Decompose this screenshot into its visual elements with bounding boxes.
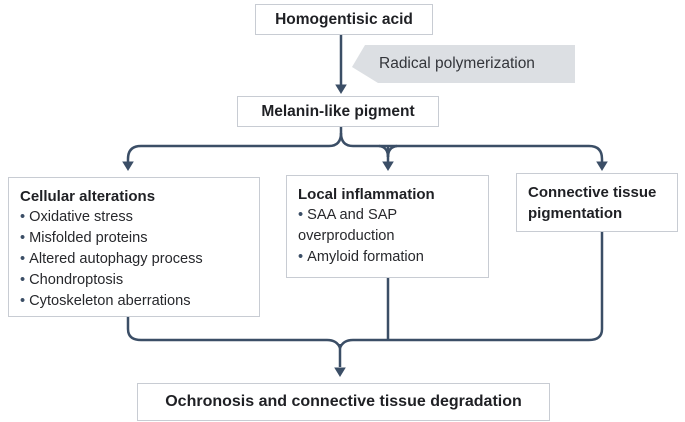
bullet-icon: • bbox=[298, 207, 304, 223]
node-melanin-like-pigment: Melanin-like pigment bbox=[237, 96, 439, 127]
bullet-icon: • bbox=[20, 230, 26, 246]
branch-title-connective-tissue-pigmentation: Connective tissue pigmentation bbox=[528, 184, 657, 222]
process-callout-radical-polymerization: Radical polymerization bbox=[352, 45, 575, 83]
process-callout-label: Radical polymerization bbox=[379, 55, 535, 72]
list-item-label: Oxidative stress bbox=[29, 209, 133, 225]
branch-title-cellular-alterations: Cellular alterations bbox=[20, 188, 156, 205]
arrowhead-connective bbox=[596, 161, 608, 171]
bullet-icon: • bbox=[20, 272, 26, 288]
arrowhead-outcome bbox=[334, 367, 346, 377]
list-item-label: Misfolded proteins bbox=[29, 230, 148, 246]
arrowhead-cellular bbox=[122, 161, 134, 171]
list-item-label: Cytoskeleton aberrations bbox=[29, 293, 191, 309]
list-item-label: Chondroptosis bbox=[29, 272, 124, 288]
bullet-icon: • bbox=[298, 249, 304, 265]
arrowhead-pigment bbox=[335, 84, 347, 94]
list-item: •Chondroptosis bbox=[20, 270, 248, 291]
list-item-label: Amyloid formation bbox=[307, 249, 424, 265]
connector-fork-middle-fillet-left bbox=[378, 144, 390, 158]
list-item-label: Altered autophagy process bbox=[29, 251, 203, 267]
bullet-icon: • bbox=[20, 293, 26, 309]
list-item: •Cytoskeleton aberrations bbox=[20, 291, 248, 312]
connector-fork-left bbox=[126, 132, 343, 162]
node-homogentisic-acid-label: Homogentisic acid bbox=[275, 10, 413, 28]
branch-title-local-inflammation: Local inflammation bbox=[298, 186, 435, 203]
connector-merge-right bbox=[338, 225, 604, 349]
list-item: •Misfolded proteins bbox=[20, 228, 248, 249]
connector-fork-right bbox=[339, 132, 604, 162]
list-item: •Oxidative stress bbox=[20, 207, 248, 228]
list-item: •SAA and SAP overproduction bbox=[298, 205, 477, 247]
bullet-icon: • bbox=[20, 209, 26, 225]
node-local-inflammation: Local inflammation •SAA and SAP overprod… bbox=[286, 175, 489, 278]
arrowhead-inflammation bbox=[382, 161, 394, 171]
node-ochronosis-outcome: Ochronosis and connective tissue degrada… bbox=[137, 383, 550, 421]
connector-merge-left bbox=[126, 310, 342, 349]
node-ochronosis-outcome-label: Ochronosis and connective tissue degrada… bbox=[165, 393, 522, 410]
list-item: •Amyloid formation bbox=[298, 247, 477, 268]
bullet-icon: • bbox=[20, 251, 26, 267]
node-connective-tissue-pigmentation: Connective tissue pigmentation bbox=[516, 173, 678, 232]
node-melanin-like-pigment-label: Melanin-like pigment bbox=[261, 102, 415, 120]
list-item-label: SAA and SAP overproduction bbox=[298, 207, 397, 244]
list-item: •Altered autophagy process bbox=[20, 249, 248, 270]
node-homogentisic-acid: Homogentisic acid bbox=[255, 4, 433, 35]
node-cellular-alterations: Cellular alterations •Oxidative stress •… bbox=[8, 177, 260, 317]
connector-fork-middle-fillet-right bbox=[386, 144, 398, 158]
